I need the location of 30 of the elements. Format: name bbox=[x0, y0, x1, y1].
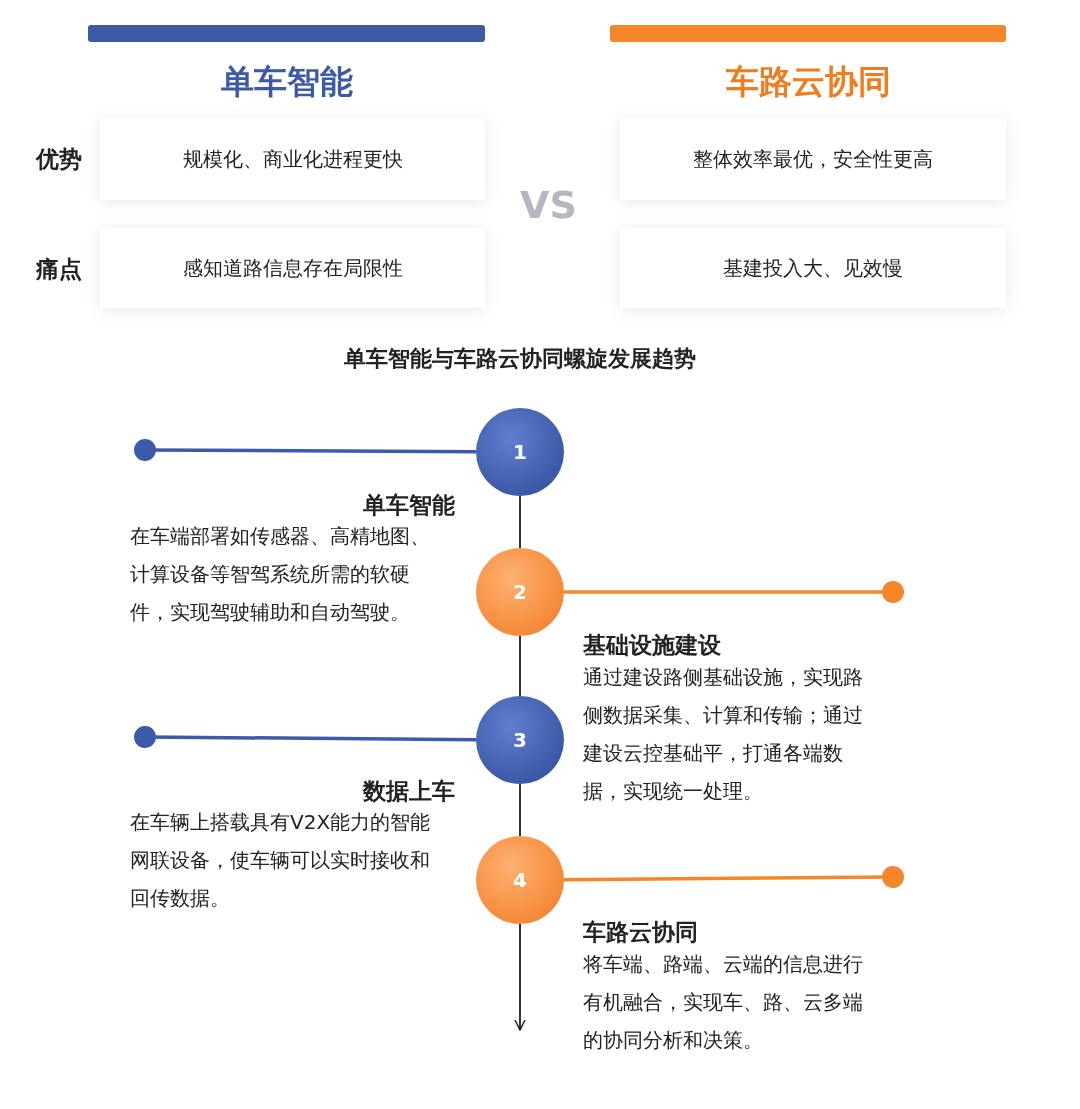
leader-line bbox=[134, 439, 476, 461]
step-description: 在车端部署如传感器、高精地图、计算设备等智驾系统所需的软硬件，实现驾驶辅助和自动驾驶。 bbox=[130, 523, 431, 626]
step-heading: 单车智能 bbox=[363, 491, 455, 520]
section-title: 单车智能与车路云协同螺旋发展趋势 bbox=[343, 345, 697, 373]
timeline-line bbox=[519, 495, 521, 549]
step-circle: 2 bbox=[476, 548, 564, 636]
comparison-card: 感知道路信息存在局限性 bbox=[100, 228, 485, 308]
vs-label: VS bbox=[520, 183, 577, 227]
step-heading: 数据上车 bbox=[363, 777, 455, 806]
leader-line bbox=[564, 581, 904, 603]
step-description: 将车端、路端、云端的信息进行有机融合，实现车、路、云多端的协同分析和决策。 bbox=[583, 951, 864, 1054]
step-circle: 3 bbox=[476, 696, 564, 784]
comparison-card: 整体效率最优，安全性更高 bbox=[620, 118, 1006, 200]
timeline-line bbox=[519, 783, 521, 837]
leader-line bbox=[134, 726, 476, 748]
column-heading: 单车智能 bbox=[219, 61, 354, 103]
row-label: 痛点 bbox=[36, 255, 82, 284]
column-heading: 车路云协同 bbox=[724, 61, 892, 103]
leader-line bbox=[564, 866, 904, 888]
step-description: 通过建设路侧基础设施，实现路侧数据采集、计算和传输；通过建设云控基础平，打通各端数据，实现统一处理。 bbox=[583, 664, 864, 805]
step-circle: 4 bbox=[476, 836, 564, 924]
step-circle: 1 bbox=[476, 408, 564, 496]
step-heading: 车路云协同 bbox=[583, 918, 698, 947]
comparison-card: 基建投入大、见效慢 bbox=[620, 228, 1006, 308]
step-heading: 基础设施建设 bbox=[583, 631, 721, 660]
timeline-arrow bbox=[514, 923, 526, 1031]
timeline-line bbox=[519, 635, 521, 697]
step-description: 在车辆上搭载具有V2X能力的智能网联设备，使车辆可以实时接收和回传数据。 bbox=[130, 809, 432, 912]
comparison-card: 规模化、商业化进程更快 bbox=[100, 118, 485, 200]
row-label: 优势 bbox=[36, 145, 82, 174]
